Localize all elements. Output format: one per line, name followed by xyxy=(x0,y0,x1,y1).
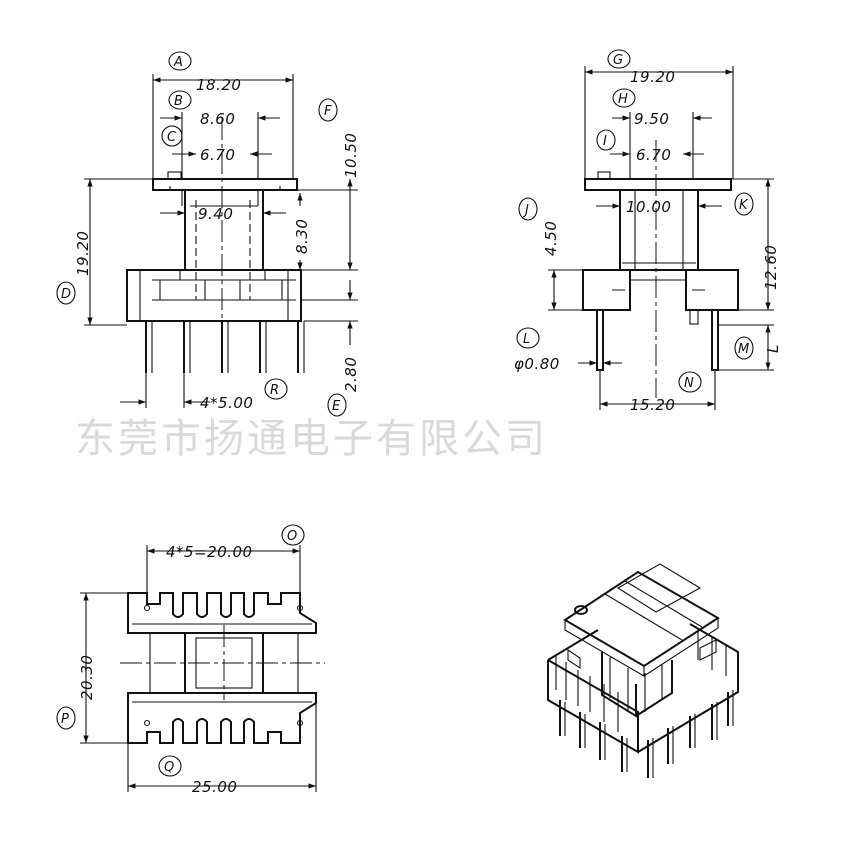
svg-text:F: F xyxy=(324,104,332,119)
bubble-r: R xyxy=(264,378,288,400)
svg-text:E: E xyxy=(332,399,341,414)
dim-h-value: 9.50 xyxy=(634,110,669,128)
svg-text:L: L xyxy=(523,332,530,347)
dim-core-value: 8.30 xyxy=(293,219,311,254)
dim-k-value: 12.60 xyxy=(762,245,780,290)
iso-top-plate xyxy=(563,570,720,668)
dim-m-value: L xyxy=(764,344,782,353)
dim-inner-value: 10.00 xyxy=(626,198,671,216)
side-base xyxy=(582,269,739,311)
bubble-j: J xyxy=(518,197,538,221)
svg-text:R: R xyxy=(270,383,279,398)
dim-p-value: 20.30 xyxy=(78,655,96,700)
dim-flange-inner-value: 9.40 xyxy=(198,205,233,223)
svg-text:D: D xyxy=(61,287,71,302)
svg-text:K: K xyxy=(739,198,749,213)
svg-text:C: C xyxy=(167,130,177,145)
dim-f-value: 10.50 xyxy=(342,133,360,178)
isometric-view xyxy=(547,563,739,778)
front-view: 18.20 8.60 6.70 9.40 19.20 10.50 8.30 2.… xyxy=(56,51,360,417)
side-core xyxy=(619,189,699,271)
bubble-b: B xyxy=(168,90,192,110)
svg-text:N: N xyxy=(684,376,694,391)
dim-a-value: 18.20 xyxy=(196,76,241,94)
bubble-l: L xyxy=(516,327,540,349)
bubble-o: O xyxy=(281,524,305,546)
dim-d-value: 19.20 xyxy=(74,231,92,276)
dim-r-value: 4*5.00 xyxy=(200,394,253,412)
side-top-flange xyxy=(584,178,732,191)
top-view: 4*5=20.00 20.30 25.00 O P Q xyxy=(56,524,325,796)
bubble-n: N xyxy=(678,371,702,393)
svg-text:M: M xyxy=(738,342,749,357)
dim-n-value: 15.20 xyxy=(630,396,675,414)
dim-b-value: 8.60 xyxy=(200,110,235,128)
dim-e-value: 2.80 xyxy=(342,357,360,392)
svg-text:B: B xyxy=(174,94,183,109)
bubble-p: P xyxy=(56,706,76,730)
top-lower-flange xyxy=(127,692,317,744)
dim-j-value: 4.50 xyxy=(542,221,560,256)
bubble-c: C xyxy=(161,125,183,147)
dim-g-value: 19.20 xyxy=(630,68,675,86)
svg-text:I: I xyxy=(603,134,607,149)
dim-q-value: 25.00 xyxy=(192,778,237,796)
svg-text:P: P xyxy=(61,712,69,727)
bubble-e: E xyxy=(327,393,347,417)
front-base xyxy=(126,269,302,322)
side-pin-left xyxy=(596,309,604,371)
svg-text:J: J xyxy=(522,203,529,218)
side-view: 19.20 9.50 6.70 10.00 4.50 12.60 φ0.80 L… xyxy=(514,49,782,414)
front-pins xyxy=(145,321,299,373)
company-watermark: 东莞市扬通电子有限公司 xyxy=(75,416,548,462)
bubble-i: I xyxy=(596,129,616,151)
svg-text:G: G xyxy=(613,53,623,68)
dim-c-value: 6.70 xyxy=(200,146,235,164)
side-pin-right xyxy=(711,309,719,371)
svg-text:Q: Q xyxy=(164,760,174,775)
iso-pins xyxy=(559,692,729,778)
dim-l-value: φ0.80 xyxy=(514,355,560,373)
bubble-h: H xyxy=(612,88,636,108)
svg-text:O: O xyxy=(287,529,297,544)
bubble-m: M xyxy=(734,336,754,360)
svg-text:A: A xyxy=(173,55,183,70)
bubble-d: D xyxy=(56,281,76,305)
iso-base xyxy=(547,623,739,754)
bubble-g: G xyxy=(607,49,631,69)
bubble-q: Q xyxy=(158,755,182,777)
svg-text:H: H xyxy=(618,92,628,107)
top-upper-flange xyxy=(127,592,317,634)
front-core xyxy=(184,189,264,271)
bubble-k: K xyxy=(734,192,754,216)
iso-core xyxy=(601,652,673,718)
dim-o-value: 4*5=20.00 xyxy=(166,543,253,561)
bubble-f: F xyxy=(318,98,338,122)
dim-i-value: 6.70 xyxy=(636,146,671,164)
bubble-a: A xyxy=(168,51,192,71)
front-top-flange xyxy=(152,178,298,191)
